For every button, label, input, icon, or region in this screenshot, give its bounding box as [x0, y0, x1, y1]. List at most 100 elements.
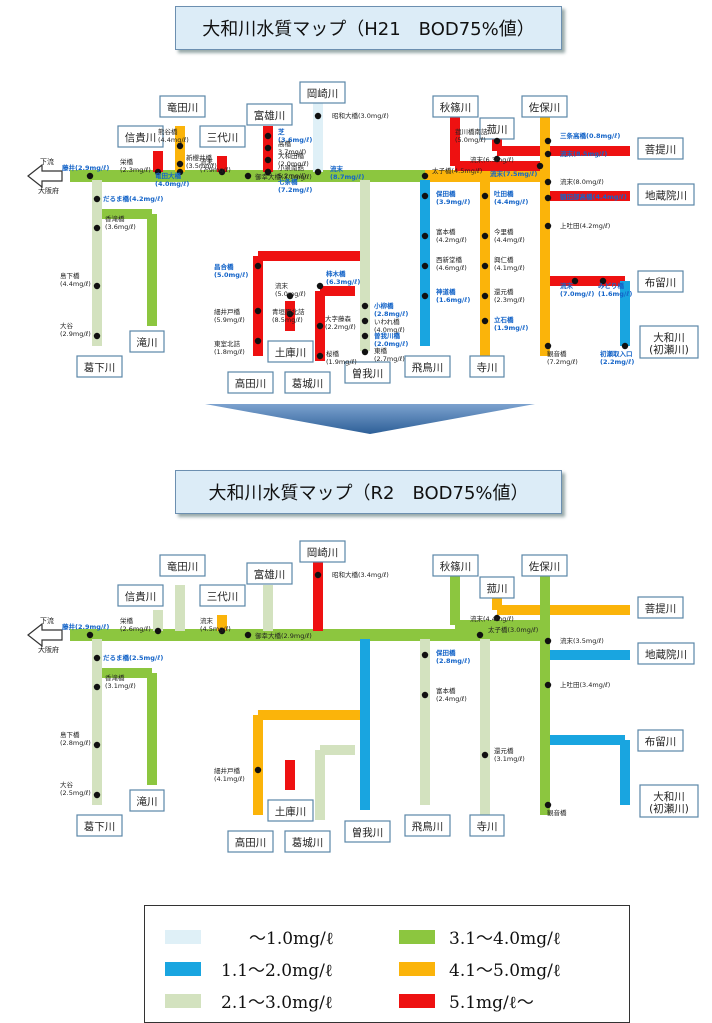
station-label: 額田部高橋(4.4mg/ℓ) [559, 192, 627, 201]
station-label: 栄橋(2.3mg/ℓ) [120, 157, 151, 174]
station-label: 大阪府 [38, 645, 59, 654]
legend-swatch [399, 929, 435, 944]
downstream-arrow-icon [27, 163, 63, 189]
station-dot [254, 307, 262, 315]
station-label: 還元橋(3.1mg/ℓ) [494, 746, 525, 763]
station-dot [571, 277, 579, 285]
river-name-box [344, 820, 391, 843]
river-name: 大和川(初瀬川) [649, 790, 689, 815]
station-label: 富本橋(2.4mg/ℓ) [436, 686, 467, 703]
station-label: 流末(3.5mg/ℓ) [560, 636, 604, 645]
station-dot [314, 168, 322, 176]
station-label: 下流 [40, 616, 54, 625]
river-name: 菩提川 [645, 144, 677, 156]
station-dot [254, 262, 262, 270]
station-dot [481, 317, 489, 325]
station-label: 初瀬取入口(2.2mg/ℓ) [600, 349, 634, 366]
station-dot [544, 194, 552, 202]
station-dot [218, 627, 226, 635]
river-name-box [521, 95, 568, 118]
river-name-box [284, 830, 331, 853]
river-name: 富雄川 [254, 568, 286, 581]
river-name-box [76, 814, 123, 837]
river-name: 滝川 [137, 796, 158, 808]
river-name-box [637, 270, 684, 293]
station-label: 桜橋(1.9mg/ℓ) [326, 349, 357, 366]
river-name: 佐保川 [529, 101, 561, 114]
station-label: 観音橋 [547, 808, 567, 817]
river-name: 飛鳥川 [412, 820, 444, 833]
station-dot [254, 337, 262, 345]
legend-item: 5.1mg/ℓ～ [399, 988, 534, 1013]
river-name-box [404, 814, 451, 837]
river-name: 寺川 [477, 821, 498, 833]
station-label: 芝(3.6mg/ℓ) [278, 127, 312, 144]
station-label: 大谷(2.5mg/ℓ) [60, 780, 91, 797]
r2-water-quality-map: 下流大阪府竜田川信貴川三代川富雄川岡崎川秋篠川菰川佐保川菩提川地蔵院川布留川大和… [27, 540, 699, 853]
legend-label: 4.1～5.0mg/ℓ [449, 961, 561, 981]
station-dot [176, 160, 184, 168]
river-name-box [159, 95, 206, 118]
river-name: 土庫川 [275, 346, 307, 359]
station-label: 流末(8.7mg/ℓ) [330, 164, 364, 181]
station-label: 流末(8.0mg/ℓ) [560, 177, 604, 186]
station-dot [493, 137, 501, 145]
river-name: 飛鳥川 [412, 361, 444, 374]
legend-item: 3.1～4.0mg/ℓ [399, 924, 561, 949]
station-dot [254, 766, 262, 774]
river-name: 岡崎川 [307, 87, 339, 100]
river-name-box [637, 596, 684, 619]
river-name-box [246, 562, 293, 585]
station-dot [244, 172, 252, 180]
station-label: 御幸大橋(2.9mg/ℓ) [255, 631, 312, 640]
station-label: 七条橋(7.2mg/ℓ) [278, 177, 312, 194]
river-name-box [404, 355, 451, 378]
river-name: 布留川 [645, 276, 677, 289]
river-name-box [199, 125, 246, 148]
station-label: 東室北詰(1.8mg/ℓ) [214, 339, 245, 356]
station-dot [93, 282, 101, 290]
river-name: 曽我川 [352, 367, 384, 380]
legend-label: ～1.0mg/ℓ [249, 929, 334, 949]
river-name: 葛下川 [84, 361, 116, 374]
station-dot [154, 168, 162, 176]
river-name: 高田川 [235, 836, 267, 849]
station-label: 香滝橋(3.6mg/ℓ) [105, 214, 136, 231]
station-dot [544, 637, 552, 645]
station-label: 香滝橋(3.1mg/ℓ) [105, 673, 136, 690]
river-name: 高田川 [235, 377, 267, 390]
legend-item: 4.1～5.0mg/ℓ [399, 956, 561, 981]
river-name-box [199, 584, 246, 607]
river-name-box [227, 830, 274, 853]
river-name: 葛城川 [292, 836, 324, 849]
river-name: 信貴川 [125, 131, 157, 144]
river-name: 菰川 [487, 583, 508, 595]
river-name-box [129, 789, 165, 812]
station-dot [316, 282, 324, 290]
station-dot [421, 262, 429, 270]
river-name-box [117, 584, 164, 607]
river-name-box [521, 554, 568, 577]
legend-label: 2.1～3.0mg/ℓ [221, 993, 333, 1013]
station-label: 流末(8.5mg/ℓ) [560, 149, 607, 158]
station-dot [544, 801, 552, 809]
legend-swatch [399, 961, 435, 976]
station-dot [361, 317, 369, 325]
river-name: 滝川 [137, 337, 158, 349]
station-label: 大字藤森(2.2mg/ℓ) [325, 314, 356, 331]
station-label: 御幸大橋(3.1mg/ℓ) [255, 172, 312, 181]
river-name-box [637, 729, 684, 752]
downstream-arrow-icon [27, 622, 63, 648]
station-dot [93, 332, 101, 340]
station-label: 三条高橋(0.8mg/ℓ) [560, 131, 620, 140]
station-dot [481, 232, 489, 240]
station-dot [93, 741, 101, 749]
station-dot [493, 155, 501, 163]
station-label: 太子橋(4.5mg/ℓ) [432, 166, 482, 175]
river-name: 大和川(初瀬川) [649, 331, 689, 356]
station-label: 興仁橋(4.1mg/ℓ) [494, 255, 525, 272]
legend: ～1.0mg/ℓ 1.1～2.0mg/ℓ 2.1～3.0mg/ℓ 3.1～4.0… [144, 905, 630, 1023]
station-dot [481, 292, 489, 300]
